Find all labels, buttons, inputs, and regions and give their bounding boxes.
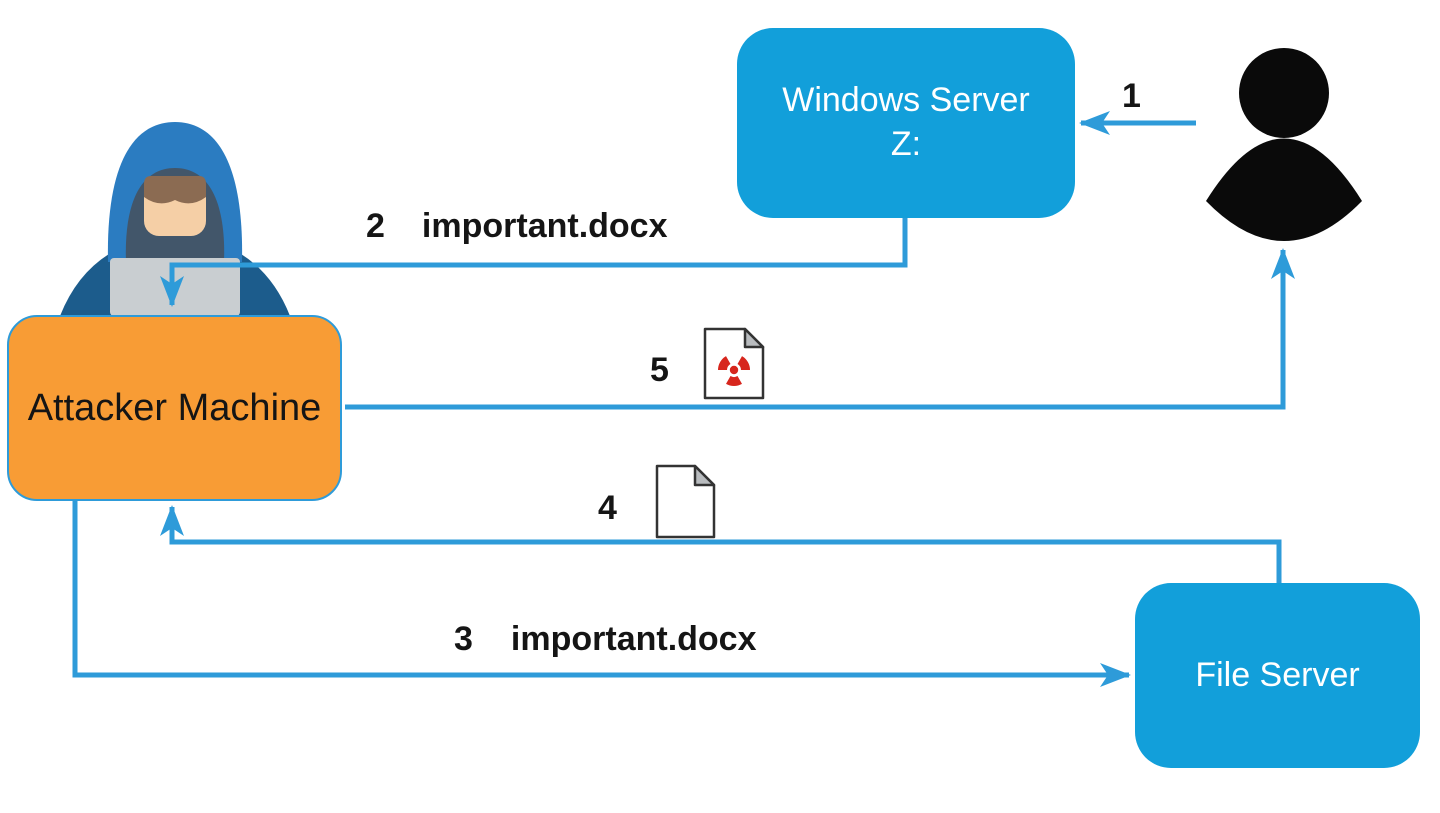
step-2-number: 2 (366, 207, 385, 245)
connector-step2-windows-server-to-attacker (160, 216, 908, 307)
attacker-machine-title: Attacker Machine (27, 386, 322, 429)
step-5-label: 5 (650, 353, 669, 387)
blank-document-icon (655, 464, 716, 539)
infected-document-fold (743, 327, 765, 349)
hacker-icon (60, 122, 290, 316)
node-file-server: File Server (1135, 583, 1420, 768)
connector-step4-file-server-to-attacker (160, 505, 1282, 583)
step-4-label: 4 (598, 491, 617, 525)
step-3-label: 3 important.docx (454, 622, 757, 656)
user-shoulders (1206, 138, 1362, 241)
step-2-filename: important.docx (421, 207, 668, 245)
user-head (1239, 48, 1329, 138)
step-1-number: 1 (1122, 77, 1141, 115)
step-5-number: 5 (650, 351, 669, 389)
windows-server-drive-letter: Z: (890, 125, 922, 163)
hacker-hair (144, 176, 206, 204)
node-attacker-machine: Attacker Machine (7, 315, 342, 501)
infected-document-icon (703, 327, 765, 400)
connector-step3-attacker-to-file-server (72, 501, 1131, 687)
step-3-number: 3 (454, 620, 473, 658)
blank-document-fold (693, 464, 716, 487)
step-4-number: 4 (598, 489, 617, 527)
user-icon (1206, 48, 1362, 241)
step-2-label: 2 important.docx (366, 209, 668, 243)
node-windows-server: Windows Server Z: (737, 28, 1075, 218)
connector-step5-attacker-to-user (345, 248, 1295, 410)
step-1-label: 1 (1122, 79, 1141, 113)
windows-server-title: Windows Server (782, 81, 1030, 120)
step-3-filename: important.docx (510, 620, 757, 658)
radiation-icon (718, 356, 750, 387)
file-server-title: File Server (1195, 655, 1360, 694)
